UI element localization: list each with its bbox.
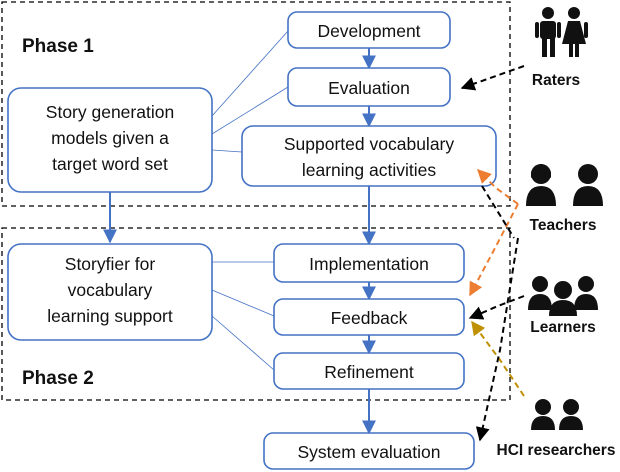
raters-to-evaluation-arrow: [460, 65, 525, 91]
svg-text:Refinement: Refinement: [324, 362, 414, 382]
svg-text:learning support: learning support: [47, 306, 173, 326]
learners-to-feedback-arrow: [468, 295, 525, 320]
svg-text:target word set: target word set: [52, 154, 168, 174]
phase-1-container: [1, 1, 511, 207]
box-system-evaluation: System evaluation: [263, 432, 475, 470]
box-implementation: Implementation: [273, 243, 465, 283]
teachers-to-feedback-arrow: [469, 203, 519, 297]
learners-to-system-evaluation-arrow: [475, 237, 519, 442]
flow-arrows: [103, 48, 376, 435]
box-refinement: Refinement: [273, 352, 465, 390]
box-development: Development: [287, 11, 451, 49]
svg-text:Supported vocabulary: Supported vocabulary: [284, 134, 454, 154]
svg-text:models given a: models given a: [51, 128, 169, 148]
box-evaluation: Evaluation: [287, 67, 451, 107]
people-pair-icon: [531, 399, 583, 430]
svg-text:learning activities: learning activities: [302, 160, 436, 180]
raters-label: Raters: [532, 72, 580, 89]
learners-label: Learners: [530, 319, 595, 336]
teachers-from-activities-arrow: [481, 185, 515, 239]
actor-arrows: [460, 65, 525, 442]
box-supported-activities: Supported vocabulary learning activities: [241, 125, 497, 187]
people-pair-icon: [526, 164, 603, 206]
people-group-icon: [528, 276, 598, 316]
phase-2-container: [1, 227, 511, 401]
box-feedback: Feedback: [273, 298, 465, 336]
svg-text:Feedback: Feedback: [331, 308, 408, 328]
svg-text:Development: Development: [317, 21, 420, 41]
svg-text:System evaluation: System evaluation: [298, 442, 441, 462]
couple-icon: [535, 7, 588, 57]
connector-lines: [211, 30, 289, 371]
teachers-label: Teachers: [530, 217, 597, 234]
box-story-generation: Story generation models given a target w…: [7, 87, 213, 193]
svg-text:Evaluation: Evaluation: [328, 78, 410, 98]
svg-text:Implementation: Implementation: [309, 254, 429, 274]
phase-1-label: Phase 1: [22, 36, 94, 57]
phase-2-label: Phase 2: [22, 368, 94, 389]
teachers-to-activities-arrow: [477, 169, 519, 205]
svg-text:Story generation: Story generation: [46, 102, 174, 122]
svg-text:Storyfier for: Storyfier for: [65, 254, 156, 274]
hci-researchers-label: HCI researchers: [497, 442, 616, 459]
svg-text:vocabulary: vocabulary: [68, 280, 153, 300]
box-storyfier: Storyfier for vocabulary learning suppor…: [7, 243, 213, 341]
hci-to-feedback-arrow: [471, 320, 525, 397]
